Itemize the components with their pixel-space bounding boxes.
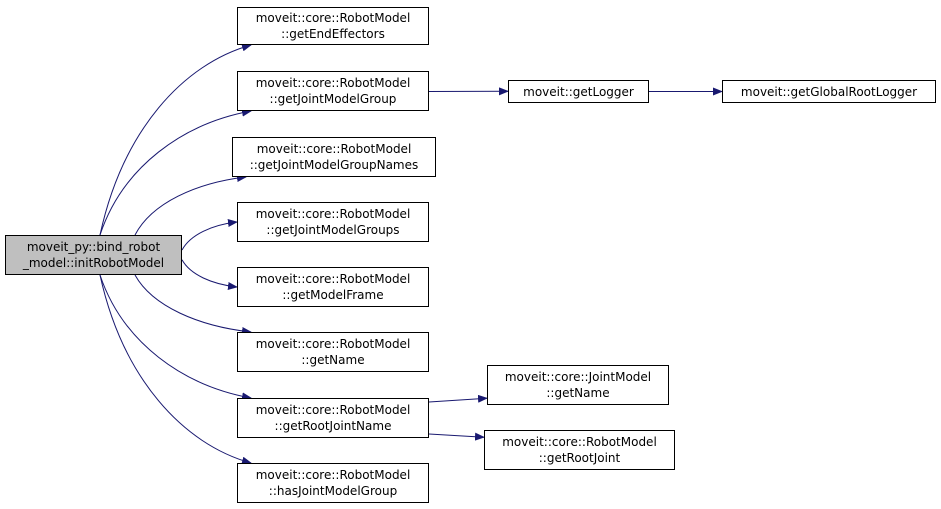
node-label: moveit::getGlobalRootLogger [740, 84, 918, 99]
node-joint-model-get-name[interactable]: moveit::core::JointModel ::getName [487, 365, 669, 405]
node-get-joint-model-group[interactable]: moveit::core::RobotModel ::getJointModel… [237, 71, 429, 111]
node-get-name[interactable]: moveit::core::RobotModel ::getName [237, 332, 429, 372]
node-label-line2: _model::initRobotModel [22, 256, 165, 270]
node-label-line2: ::getRootJoint [538, 451, 621, 465]
edge-root-to-get-model-frame [181, 259, 238, 290]
edge-get-root-joint-name-to-get-root-joint [428, 432, 485, 441]
node-get-end-effectors[interactable]: moveit::core::RobotModel ::getEndEffecto… [237, 7, 429, 45]
node-label-line1: moveit::core::RobotModel [255, 207, 411, 221]
node-label-line2: ::getJointModelGroupNames [249, 158, 419, 172]
node-label-line1: moveit::core::RobotModel [255, 76, 411, 90]
edge-root-to-get-root-joint-name [99, 274, 252, 401]
node-label-line1: moveit::core::RobotModel [256, 142, 412, 156]
node-get-global-root-logger[interactable]: moveit::getGlobalRootLogger [722, 80, 936, 103]
node-get-model-frame[interactable]: moveit::core::RobotModel ::getModelFrame [237, 267, 429, 307]
node-label-line1: moveit::core::RobotModel [502, 435, 657, 449]
node-label-line1: moveit_py::bind_robot [26, 240, 161, 254]
node-get-logger[interactable]: moveit::getLogger [508, 80, 649, 103]
node-label-line2: ::getName [546, 386, 610, 400]
node-label-line1: moveit::core::RobotModel [255, 11, 411, 25]
node-label-line2: ::getRootJointName [274, 419, 392, 433]
node-label-line1: moveit::core::RobotModel [255, 337, 411, 351]
node-get-joint-model-group-names[interactable]: moveit::core::RobotModel ::getJointModel… [232, 137, 436, 177]
node-label-line2: ::getEndEffectors [281, 27, 385, 41]
node-label-line1: moveit::core::RobotModel [255, 403, 411, 417]
node-label-line2: ::hasJointModelGroup [268, 484, 398, 498]
edge-root-to-get-joint-model-group-names [134, 174, 247, 236]
node-label: moveit::getLogger [523, 84, 634, 99]
node-label-line1: moveit::core::JointModel [504, 370, 652, 384]
node-label-line2: ::getModelFrame [282, 288, 384, 302]
node-label-line1: moveit::core::RobotModel [255, 468, 411, 482]
node-get-root-joint-name[interactable]: moveit::core::RobotModel ::getRootJointN… [237, 398, 429, 438]
edge-root-to-get-joint-model-groups [181, 219, 238, 251]
node-label-line2: ::getJointModelGroup [269, 92, 397, 106]
node-label-line2: ::getName [301, 353, 365, 367]
node-get-joint-model-groups[interactable]: moveit::core::RobotModel ::getJointModel… [237, 202, 429, 242]
edge-root-to-get-end-effectors [99, 43, 252, 236]
edge-root-to-get-name [134, 274, 252, 335]
edge-root-to-has-joint-model-group [99, 274, 252, 465]
node-label-line1: moveit::core::RobotModel [255, 272, 411, 286]
node-init-robot-model: moveit_py::bind_robot _model::initRobotM… [5, 235, 182, 275]
node-label-line2: ::getJointModelGroups [266, 223, 400, 237]
edge-get-root-joint-name-to-joint-model-get-name [428, 394, 488, 403]
edge-root-to-get-joint-model-group [99, 108, 252, 236]
node-has-joint-model-group[interactable]: moveit::core::RobotModel ::hasJointModel… [237, 463, 429, 503]
node-get-root-joint[interactable]: moveit::core::RobotModel ::getRootJoint [484, 430, 675, 470]
